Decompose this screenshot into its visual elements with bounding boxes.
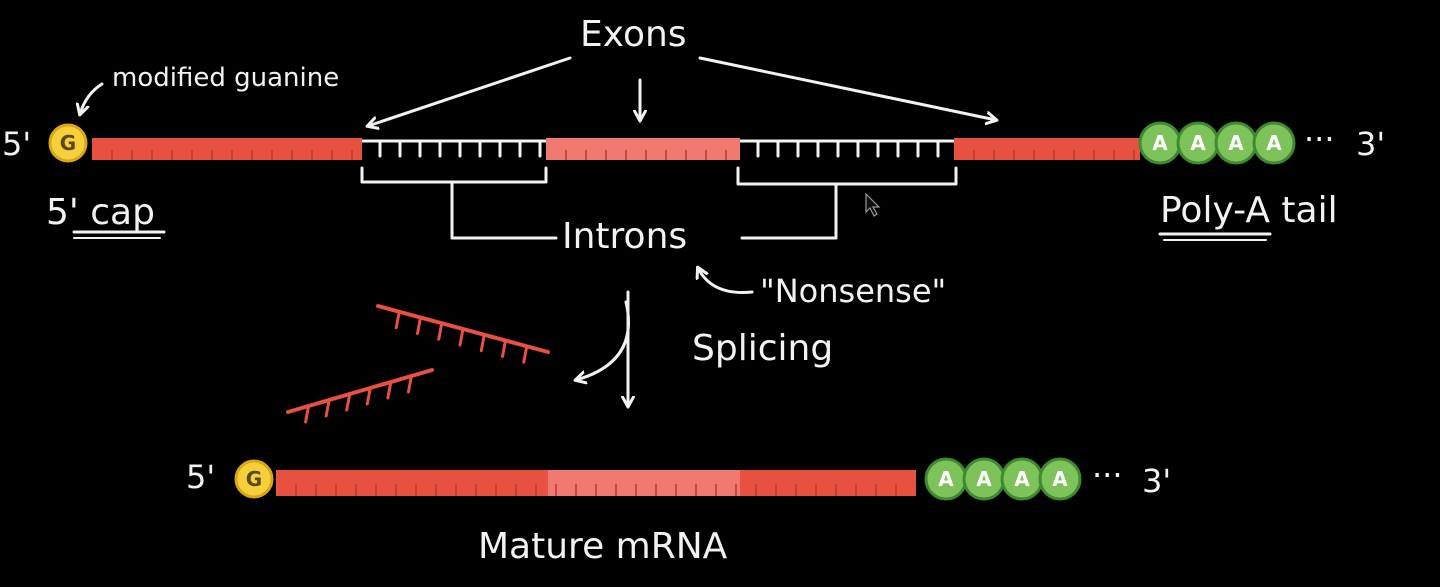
exon-arrow-right: [698, 56, 996, 120]
top-strand: [92, 138, 1140, 160]
exon-arrow-left: [368, 56, 572, 126]
adenine-nucleotide: A: [1038, 457, 1082, 501]
exon-ticks: [111, 150, 1135, 160]
nonsense-arrow: [698, 268, 754, 294]
adenine-letter: A: [976, 467, 992, 491]
mature-exon-ticks: [295, 484, 897, 496]
adenine-letter: A: [1152, 131, 1168, 155]
ellipsis-bottom: ···: [1092, 456, 1123, 494]
excised-intron-1: [376, 304, 550, 364]
adenine-nucleotide: A: [1000, 457, 1044, 501]
mouse-pointer-icon: [865, 192, 881, 217]
exon-segment-3: [954, 138, 1140, 160]
adenine-nucleotide: A: [1214, 121, 1258, 165]
mature-exon-3: [740, 470, 916, 496]
five-prime-label-bottom: 5': [186, 458, 215, 496]
intron-bracket-2: [736, 166, 958, 240]
adenine-nucleotide: A: [1138, 121, 1182, 165]
mature-mrna-label: Mature mRNA: [478, 526, 728, 567]
cap-nucleotide-top: G: [48, 123, 88, 163]
nonsense-label: "Nonsense": [760, 272, 946, 310]
intron-segment-1: [362, 139, 546, 158]
intron-segment-2: [740, 139, 954, 158]
excised-intron-2: [286, 368, 434, 424]
exon-segment-1: [92, 138, 362, 160]
cap-letter-bottom: G: [246, 467, 262, 491]
adenine-nucleotide: A: [1176, 121, 1220, 165]
adenine-nucleotide: A: [1252, 121, 1296, 165]
five-cap-label: 5' cap: [46, 192, 155, 233]
adenine-nucleotide: A: [962, 457, 1006, 501]
bottom-strand: [276, 470, 916, 496]
ellipsis-top: ···: [1304, 120, 1335, 158]
mature-exon-1: [276, 470, 548, 496]
three-prime-label-bottom: 3': [1142, 462, 1171, 500]
adenine-letter: A: [1014, 467, 1030, 491]
adenine-nucleotide: A: [924, 457, 968, 501]
splicing-arrow-curve: [576, 300, 631, 380]
introns-label: Introns: [562, 216, 687, 257]
modified-guanine-label: modified guanine: [112, 63, 339, 93]
guanine-pointer-arrow: [80, 82, 104, 114]
adenine-letter: A: [1228, 131, 1244, 155]
adenine-letter: A: [1190, 131, 1206, 155]
adenine-letter: A: [938, 467, 954, 491]
exons-label: Exons: [580, 14, 687, 55]
cap-nucleotide-bottom: G: [234, 459, 274, 499]
five-prime-label-top: 5': [2, 125, 31, 163]
adenine-letter: A: [1266, 131, 1282, 155]
poly-a-tail-label: Poly-A tail: [1160, 190, 1338, 231]
splicing-label: Splicing: [692, 328, 833, 369]
cap-letter: G: [60, 131, 76, 155]
intron-bracket-1: [360, 166, 558, 240]
three-prime-label-top: 3': [1356, 125, 1385, 163]
adenine-letter: A: [1052, 467, 1068, 491]
mature-exon-2: [548, 470, 740, 496]
exon-segment-2: [546, 138, 740, 160]
